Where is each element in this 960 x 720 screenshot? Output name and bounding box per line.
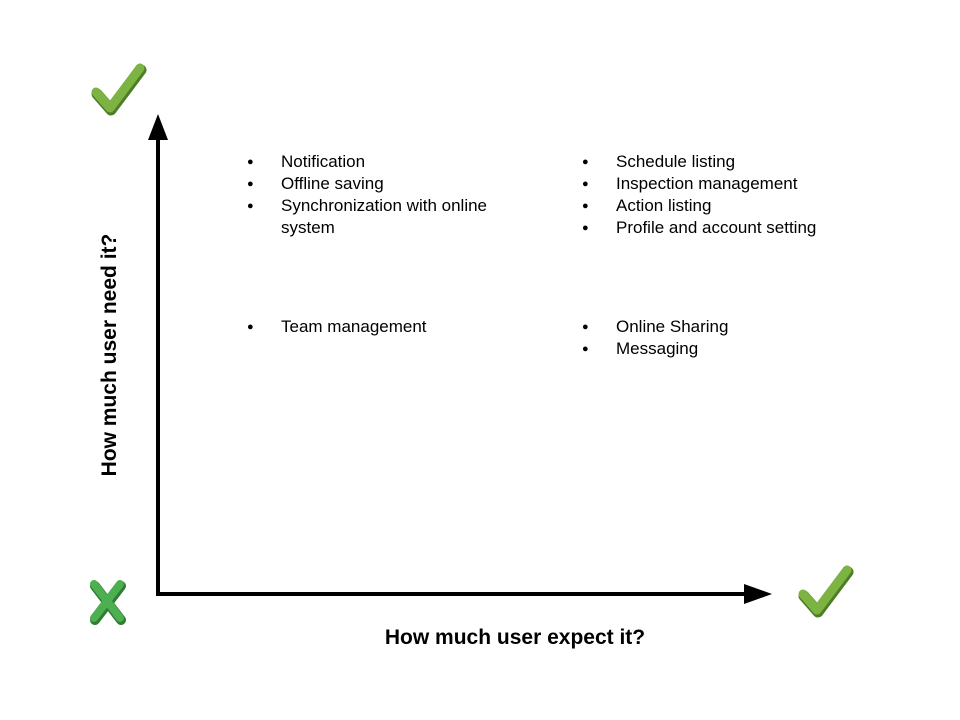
list-item: Schedule listing: [582, 151, 872, 173]
list-item: Inspection management: [582, 173, 872, 195]
check-icon: [91, 63, 147, 116]
quadrant-top-right: Schedule listing Inspection management A…: [582, 151, 872, 239]
quadrant-bottom-left: Team management: [247, 316, 507, 338]
list-item: Offline saving: [247, 173, 507, 195]
list-item: Online Sharing: [582, 316, 872, 338]
check-icon: [798, 565, 854, 618]
list-item: Messaging: [582, 338, 872, 360]
list-item: Notification: [247, 151, 507, 173]
cross-icon: [90, 580, 126, 625]
y-axis-arrowhead: [148, 114, 168, 140]
x-axis-arrowhead: [744, 584, 772, 604]
quadrant-top-left: Notification Offline saving Synchronizat…: [247, 151, 507, 239]
quadrant-bottom-right: Online Sharing Messaging: [582, 316, 872, 360]
x-axis-label: How much user expect it?: [384, 626, 646, 649]
list-item: Synchronization with online system: [247, 195, 507, 239]
list-item: Profile and account setting: [582, 217, 872, 239]
y-axis-label: How much user need it?: [98, 233, 121, 477]
list-item: Action listing: [582, 195, 872, 217]
list-item: Team management: [247, 316, 507, 338]
